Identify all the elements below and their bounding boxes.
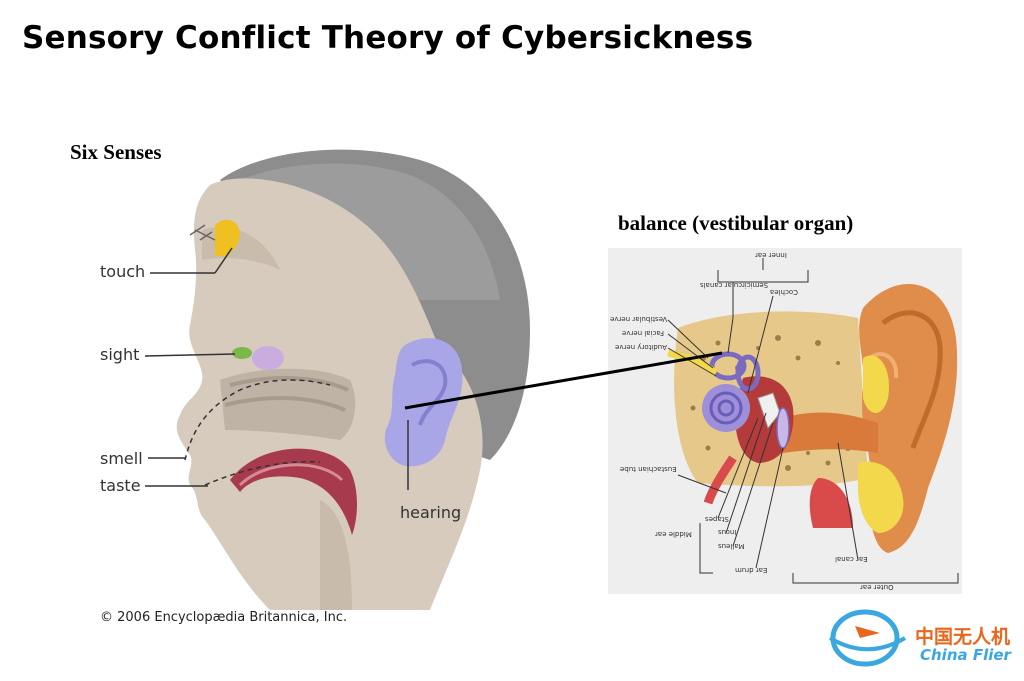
ear-canal-label: Ear canal — [835, 555, 868, 563]
incus-label: Incus — [718, 528, 737, 536]
ear-drum-label: Ear drum — [735, 566, 768, 574]
middle-ear-label: Middle ear — [655, 530, 692, 538]
auditory-nerve-label: Auditory nerve — [615, 343, 667, 351]
eustachian-tube-label: Eustachian tube — [620, 465, 677, 473]
copyright-notice: © 2006 Encyclopædia Britannica, Inc. — [100, 610, 348, 625]
outer-ear-label: Outer ear — [860, 583, 894, 591]
head-illustration — [144, 149, 530, 610]
hearing-label: hearing — [400, 503, 462, 522]
semicircular-canals-label: Semicircular canals — [700, 281, 769, 289]
slide-title: Sensory Conflict Theory of Cybersickness — [22, 20, 754, 56]
taste-label: taste — [100, 476, 141, 495]
smell-label: smell — [100, 449, 143, 468]
touch-label: touch — [100, 262, 146, 281]
watermark-cn: 中国无人机 — [915, 626, 1011, 648]
sight-label: sight — [100, 345, 140, 364]
stapes-label: Stapes — [705, 515, 729, 523]
cochlea-label: Cochlea — [770, 288, 798, 296]
balance-heading: balance (vestibular organ) — [618, 211, 854, 235]
inner-ear-label: Inner ear — [755, 251, 787, 259]
vestibular-nerve-label: Vestibular nerve — [610, 315, 668, 323]
ear-anatomy-illustration — [608, 248, 962, 594]
malleus-label: Malleus — [718, 542, 745, 550]
six-senses-heading: Six Senses — [70, 140, 162, 164]
facial-nerve-label: Facial nerve — [622, 329, 664, 337]
china-flier-logo-icon — [828, 609, 907, 667]
watermark-en: China Flier — [920, 646, 1011, 664]
